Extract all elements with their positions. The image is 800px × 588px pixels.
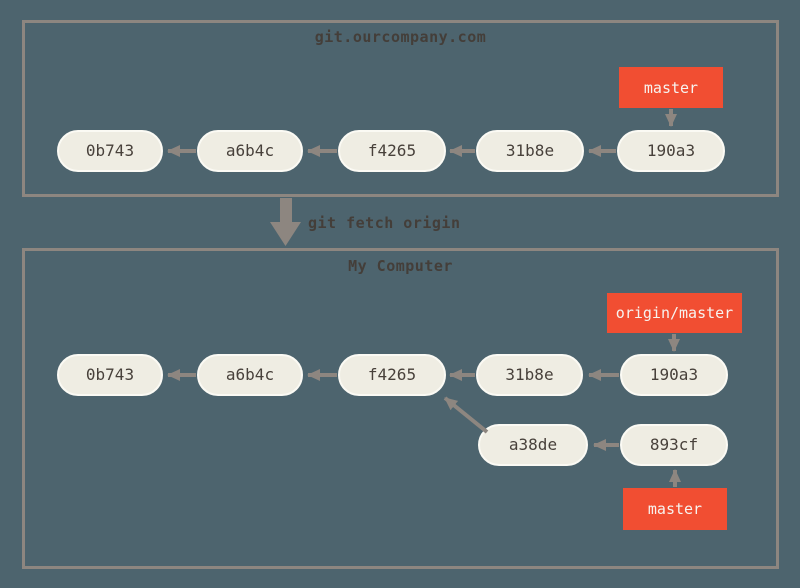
big-down-arrow [270,198,301,246]
local-repo-title: My Computer [348,257,453,275]
branch-label-origin-master: origin/master [607,293,742,333]
commit-node: 190a3 [617,130,725,172]
commit-node: a6b4c [197,130,303,172]
commit-node: 31b8e [476,130,584,172]
remote-repo-title: git.ourcompany.com [314,28,487,46]
commit-node: 31b8e [476,354,583,396]
commit-node: f4265 [338,354,446,396]
branch-label-master-local: master [623,488,727,530]
commit-node: a6b4c [197,354,303,396]
git-fetch-command-label: git fetch origin [308,214,461,232]
commit-node: 0b743 [57,130,163,172]
commit-node: 0b743 [57,354,163,396]
branch-label-master-remote: master [619,67,723,108]
remote-repo-box [22,20,779,197]
commit-node: 893cf [620,424,728,466]
commit-node: 190a3 [620,354,728,396]
local-repo-box [22,248,779,569]
commit-node: f4265 [338,130,446,172]
commit-node: a38de [478,424,588,466]
